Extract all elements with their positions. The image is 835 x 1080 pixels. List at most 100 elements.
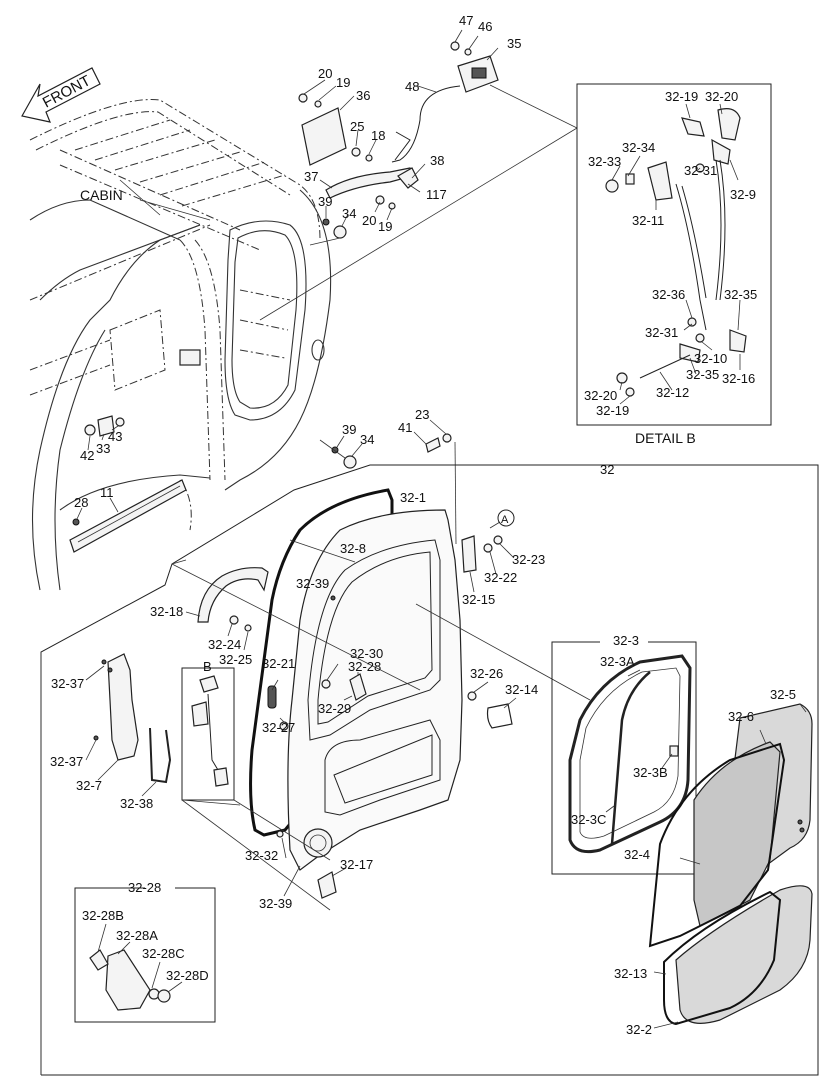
part-number-label: 19 [336,75,350,90]
cabin-caption: CABIN [80,187,123,203]
part-number-label: 32-5 [770,687,796,702]
part-number-label: 35 [507,36,521,51]
cabin-frame [29,99,332,591]
cover-32-17 [281,837,347,899]
assembly-32-box [40,464,819,1076]
part-number-label: 33 [96,441,110,456]
stopper-34 [309,218,347,246]
striker-plate-35 [450,41,499,93]
part-number-label: 42 [80,448,94,463]
part-number-label: 32-32 [245,848,278,863]
part-number-label: 32-13 [614,966,647,981]
part-number-label: 34 [342,206,356,221]
part-number-label: 32-28D [166,968,209,983]
view-b-box [181,667,331,911]
part-number-label: 23 [415,407,429,422]
part-number-label: 32-25 [219,652,252,667]
glass-frame-32-3-box [551,641,697,875]
circle-a-marker: A [497,509,515,527]
detail-b-box [259,83,772,426]
part-number-label: 28 [74,495,88,510]
part-number-label: 32-34 [622,140,655,155]
part-number-label: 32-36 [652,287,685,302]
part-number-label: 32-19 [665,89,698,104]
view-b-caption: B [203,659,212,674]
glass-32-6 [693,703,807,927]
detail-b-caption: DETAIL B [635,430,696,446]
glass-32-2 [653,885,813,1029]
lock-32-28 [271,663,367,723]
lock-detail-box [74,887,216,1023]
detail-b-leaders [611,103,741,405]
part-number-label: 32-16 [722,371,755,386]
part-number-label: 39 [318,194,332,209]
part-number-label: 32-22 [484,570,517,585]
part-number-label: 43 [108,429,122,444]
part-number-label: 32-28C [142,946,185,961]
part-number-label: 32-12 [656,385,689,400]
part-number-label: 48 [405,79,419,94]
part-number-label: 32-37 [50,754,83,769]
part-number-label: 32-29 [318,701,351,716]
part-number-label: 32-27 [262,720,295,735]
box-32-3-caption: 32-3 [613,633,639,648]
part-number-label: 32-1 [400,490,426,505]
part-number-label: 36 [356,88,370,103]
part-number-label: 32-38 [120,796,153,811]
part-number-label: 18 [371,128,385,143]
cable-48 [391,85,461,163]
part-number-label: 32-26 [470,666,503,681]
part-number-label: 32-14 [505,682,538,697]
part-number-label: 32-28A [116,928,158,943]
part-number-label: 20 [362,213,376,228]
part-number-label: 25 [350,119,364,134]
part-number-label: 32-39 [259,896,292,911]
part-number-label: 32-4 [624,847,650,862]
hinge-32-15 [461,521,503,573]
part-number-label: 32-33 [588,154,621,169]
part-number-label: 32-37 [51,676,84,691]
seal-32-4 [648,742,786,948]
front-arrow: FRONT [21,67,101,123]
part-number-label: 32-3C [571,812,606,827]
cover-36 [298,93,347,166]
part-number-label: 32-35 [686,367,719,382]
handle-32-18 [171,539,421,691]
leader-lines-top [303,29,499,227]
part-number-label: 32-24 [208,637,241,652]
part-number-label: 32-17 [340,857,373,872]
part-number-label: 32-20 [705,89,738,104]
part-number-label: 32-3A [600,654,635,669]
part-number-label: 32-18 [150,604,183,619]
part-number-label: 32-2 [626,1022,652,1037]
hinge-33 [84,415,125,451]
lever-37 [325,147,419,210]
part-number-label: 19 [378,219,392,234]
part-number-label: 20 [318,66,332,81]
part-number-label: 32-11 [632,213,664,228]
part-number-label: 34 [360,432,374,447]
part-number-label: 32-35 [724,287,757,302]
part-number-label: 32-15 [462,592,495,607]
part-number-label: 32-30 [350,646,383,661]
box-32-caption: 32 [600,462,614,477]
part-number-label: 32-3B [633,765,668,780]
guide-line [171,559,187,565]
part-number-label: 41 [398,420,412,435]
part-number-label: 32-28 [348,659,381,674]
part-number-label: 11 [100,485,114,500]
part-number-label: 39 [342,422,356,437]
part-number-label: 32-6 [728,709,754,724]
part-number-label: 32-21 [262,656,295,671]
part-number-label: 32-19 [596,403,629,418]
part-number-label: 32-31 [684,163,717,178]
part-number-label: 32-31 [645,325,678,340]
part-number-label: 32-8 [340,541,366,556]
bolt-41-23 [413,419,457,545]
leaders-32-15 [469,543,515,593]
stopper-34-mid [319,435,363,469]
bracket-32-7 [85,653,172,797]
part-number-label: 38 [430,153,444,168]
